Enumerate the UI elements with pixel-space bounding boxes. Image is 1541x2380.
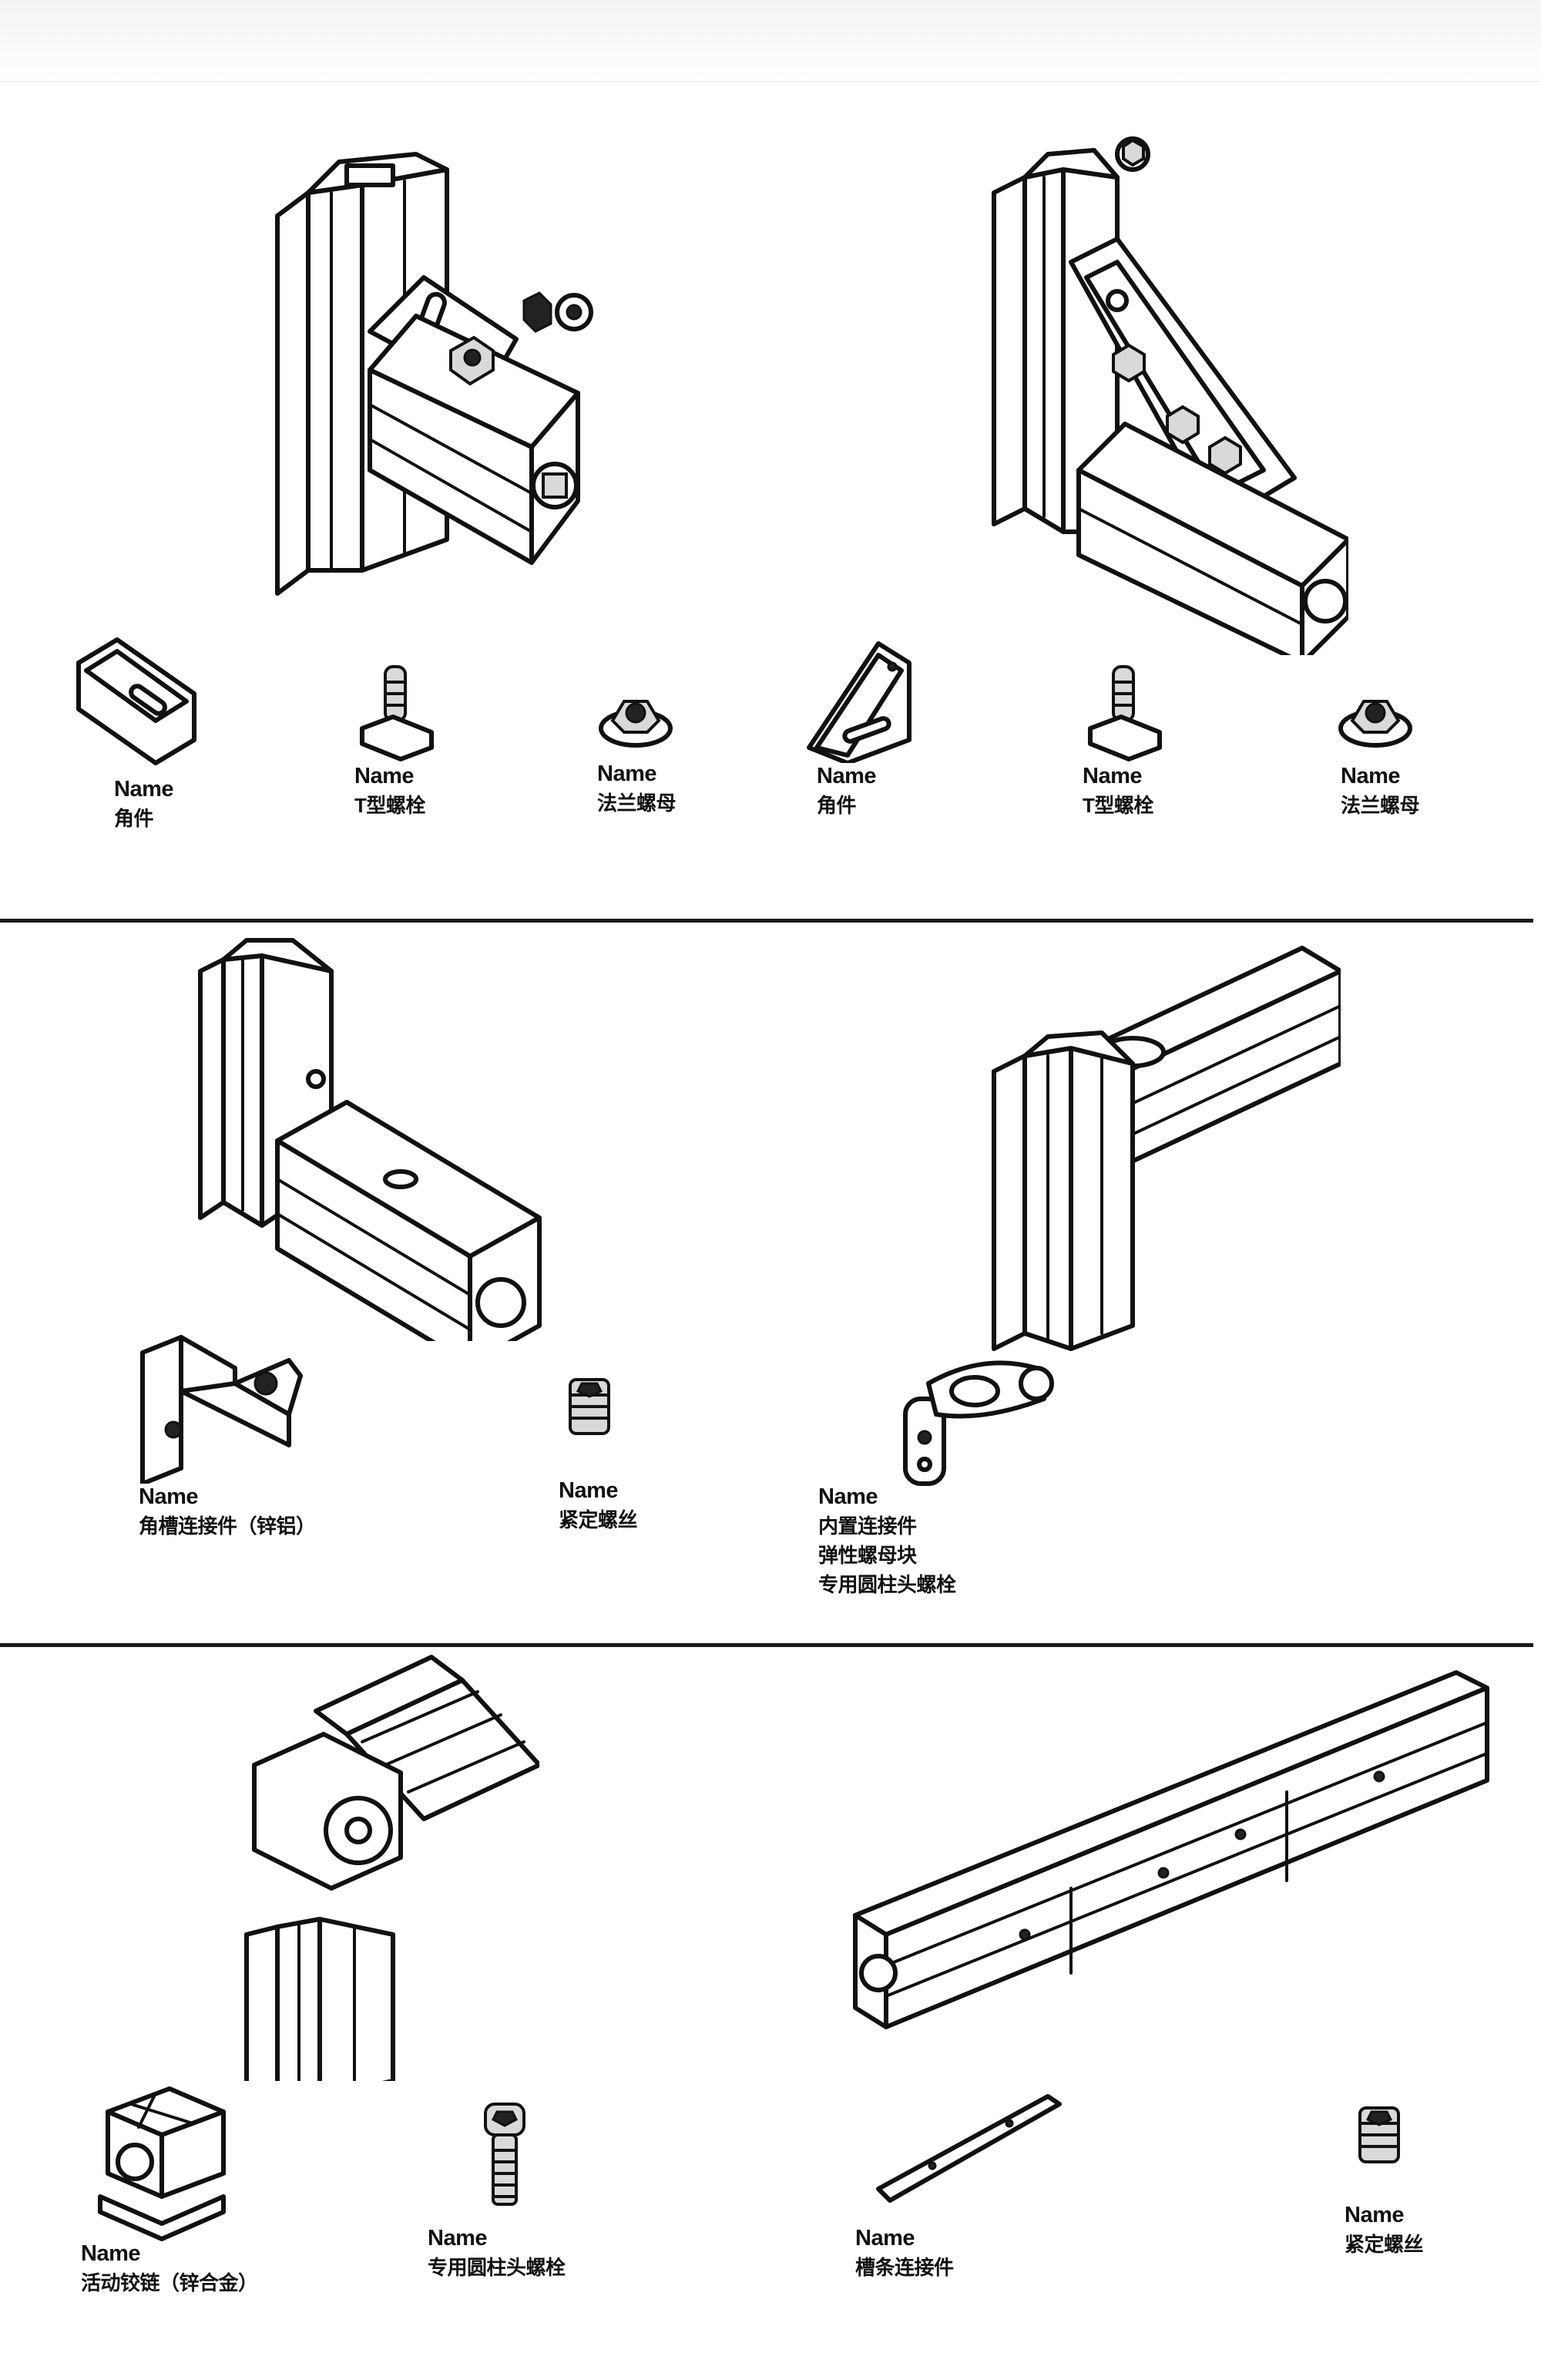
cap-screw-part-icon: [474, 2096, 535, 2212]
section-divider: [0, 919, 1533, 923]
set-screw-part-icon: [1352, 2100, 1406, 2170]
flange-nut-part-icon: [593, 678, 678, 755]
set-screw-part-icon: [562, 1372, 616, 1441]
t-bolt-part-icon: [1079, 655, 1171, 763]
assembly-corner-bracket-1: [254, 139, 616, 640]
zinc-corner-connector-part-icon: [135, 1330, 304, 1484]
hinge-part-icon: [92, 2081, 231, 2243]
assembly-hinge: [231, 1649, 539, 2081]
flange-nut-part-icon: [1333, 678, 1418, 755]
assembly-internal-connector: [979, 933, 1341, 1356]
slot-strip-part-icon: [871, 2089, 1063, 2212]
corner-bracket-part-icon: [71, 632, 210, 771]
section-divider: [0, 1643, 1533, 1647]
internal-connector-part-icon: [898, 1353, 1059, 1491]
top-band: [0, 0, 1541, 82]
assembly-corner-connector: [193, 925, 555, 1341]
t-bolt-part-icon: [351, 655, 443, 763]
assembly-slot-connector: [840, 1649, 1502, 2050]
assembly-corner-bracket-2: [979, 123, 1348, 655]
corner-bracket-part-icon: [801, 632, 917, 763]
